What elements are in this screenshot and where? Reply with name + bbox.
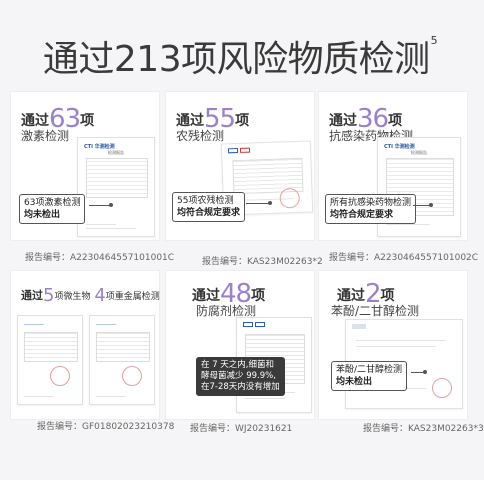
test-count: 5	[43, 285, 55, 306]
card-heading: 通过48项	[192, 279, 266, 309]
callout-connector	[89, 205, 111, 206]
card-pesticide: 通过55项 农残检测 55项农残检测 均符合规定要求 报告编号：KAS23M02…	[165, 91, 323, 267]
report-number: 报告编号：A2230464557101001C	[25, 253, 175, 263]
callout-connector	[411, 372, 425, 373]
test-count-2: 4	[94, 285, 106, 306]
stamp-seal	[432, 378, 452, 398]
card-preservative: 通过48项 防腐剂检测 在 7 天之内,细菌和 酵母菌减少 99.9%, 在7-…	[165, 270, 315, 434]
report-table	[96, 332, 150, 362]
report-number: 报告编号：KAS23M02263*2	[202, 257, 323, 267]
callout-dot	[423, 370, 427, 374]
callout-connector	[246, 203, 270, 204]
test-count: 55	[204, 104, 236, 134]
title-text: 通过213项风险物质检测	[42, 39, 430, 80]
callout-dot	[109, 203, 113, 207]
stamp-seal	[50, 366, 70, 386]
callout-dot	[429, 203, 433, 207]
cma-icon	[243, 322, 253, 327]
lab-logo	[243, 322, 265, 329]
callout-dot	[268, 201, 272, 205]
stamp-seal	[122, 366, 142, 386]
report-number: 报告编号：GF01802023210378	[37, 422, 175, 432]
document-title: 检测报告	[108, 150, 124, 155]
result-callout: 苯酚/二甘醇检测 均未检出	[331, 361, 408, 391]
card-heading: 通过5项微生物 4项重金属检测	[21, 285, 160, 306]
card-heading: 通过36项	[329, 104, 403, 134]
report-table	[86, 158, 148, 198]
test-count: 36	[357, 104, 389, 134]
result-callout: 在 7 天之内,细菌和 酵母菌减少 99.9%, 在7-28天内没有增加	[196, 357, 285, 396]
card-subtitle: 激素检测	[21, 129, 70, 143]
title-footnote: 5	[430, 34, 438, 47]
card-subtitle: 防腐剂检测	[196, 304, 257, 318]
stamp-seal	[279, 187, 301, 209]
page-title: 通过213项风险物质检测5	[0, 30, 480, 82]
card-subtitle: 苯酚/二甘醇检测	[331, 304, 420, 318]
test-count: 2	[365, 279, 382, 309]
test-report-page-2	[89, 315, 155, 405]
test-count: 63	[49, 104, 81, 134]
lab-logo	[227, 147, 250, 156]
document-title: 检测报告	[411, 150, 427, 155]
card-heading: 通过55项	[176, 104, 250, 134]
lab-logo-mark	[352, 324, 366, 329]
card-microbe-heavy-metal: 通过5项微生物 4项重金属检测 报告编号：GF01802023210378	[10, 270, 174, 432]
card-phenol-deg: 通过2项 苯酚/二甘醇检测 苯酚/二甘醇检测 均未检出 报告编号：KAS23M0…	[318, 270, 484, 434]
card-subtitle: 农残检测	[176, 129, 225, 143]
cma-icon	[227, 147, 239, 154]
card-hormone: 通过63项 激素检测 CTI 华测检测 检测报告 63项激素检测 均未检出 报告…	[10, 91, 174, 263]
card-anti-infective: 通过36项 抗感染药物检测 CTI 华测检测 检测报告 所有抗感染药物检测 均符…	[318, 91, 478, 263]
report-table	[24, 332, 78, 362]
cnas-icon	[254, 322, 265, 327]
report-number: 报告编号：KAS23M02263*3	[363, 424, 484, 434]
test-report-page-1	[17, 315, 83, 405]
cnas-icon	[239, 147, 250, 153]
result-callout: 63项激素检测 均未检出	[19, 194, 86, 224]
callout-connector	[413, 205, 431, 206]
lab-logo	[352, 324, 366, 331]
lab-logo: CTI 华测检测	[384, 144, 415, 150]
test-report-document: CTI 华测检测 检测报告	[77, 137, 155, 237]
lab-logo: CTI 华测检测	[84, 144, 115, 150]
card-heading: 通过63项	[21, 104, 95, 134]
test-count: 48	[220, 279, 252, 309]
card-heading: 通过2项	[337, 279, 395, 309]
result-callout: 55项农残检测 均符合规定要求	[172, 192, 246, 222]
report-number: 报告编号：A2230464557101002C	[329, 253, 479, 263]
report-number: 报告编号：WJ20231621	[190, 424, 293, 434]
result-callout: 所有抗感染药物检测 均符合规定要求	[325, 194, 417, 224]
